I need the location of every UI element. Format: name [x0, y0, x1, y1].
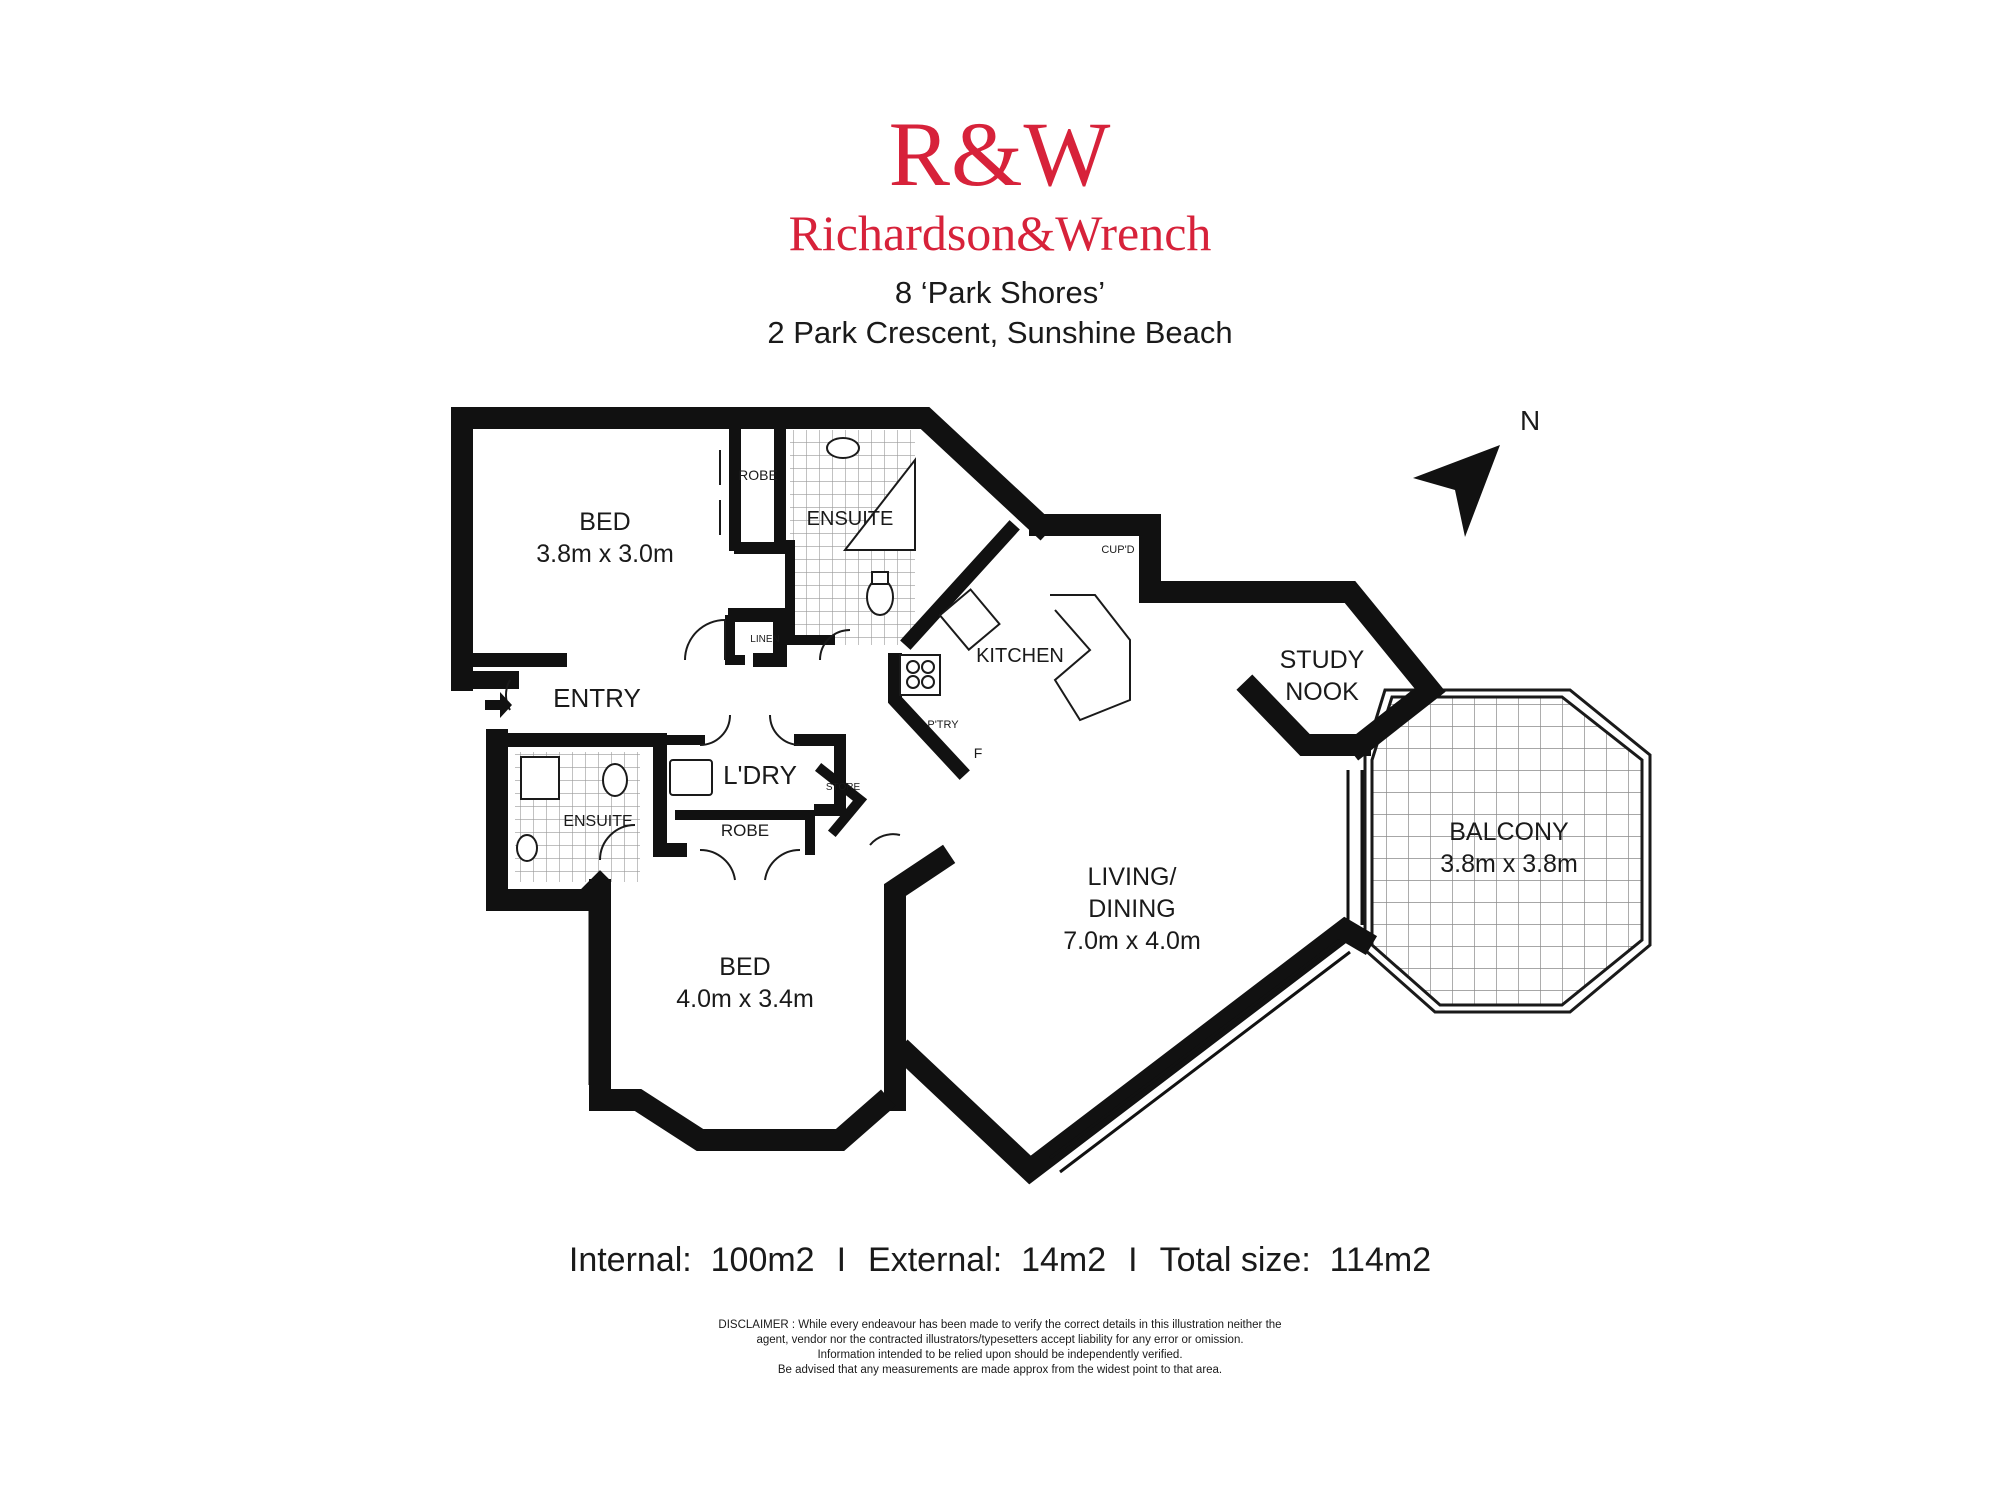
- disclaimer-line-3: Information intended to be relied upon s…: [817, 1349, 1183, 1361]
- living-size: 7.0m x 4.0m: [1063, 927, 1201, 955]
- balcony-name: BALCONY: [1449, 818, 1569, 846]
- brand-logo-mark: R&W: [888, 103, 1112, 205]
- bed1-name: BED: [579, 508, 630, 536]
- store-label: STORE: [826, 782, 861, 793]
- north-arrow-icon: [1413, 445, 1500, 537]
- address-line-1: 8 ‘Park Shores’: [894, 275, 1106, 310]
- compass-label: N: [1520, 405, 1540, 436]
- address-line-2: 2 Park Crescent, Sunshine Beach: [767, 315, 1233, 350]
- study-line1: STUDY: [1280, 646, 1365, 674]
- summary-separator-2: I: [1128, 1241, 1138, 1279]
- brand-logo-name: Richardson&Wrench: [788, 205, 1212, 261]
- windows: [453, 450, 1364, 1174]
- entry-label: ENTRY: [553, 683, 641, 713]
- ptry-label: P'TRY: [927, 719, 959, 731]
- cupd-label: CUP'D: [1101, 544, 1134, 556]
- living-line2: DINING: [1088, 895, 1176, 923]
- living-line1: LIVING/: [1088, 863, 1177, 891]
- doors: [505, 450, 901, 881]
- bed2-size: 4.0m x 3.4m: [676, 985, 814, 1013]
- kitchen-label: KITCHEN: [976, 645, 1064, 667]
- bed2-name: BED: [719, 953, 770, 981]
- study-line2: NOOK: [1285, 678, 1359, 706]
- laundry-label: L'DRY: [723, 760, 797, 790]
- disclaimer-line-4: Be advised that any measurements are mad…: [777, 1364, 1223, 1376]
- summary-separator-1: I: [836, 1241, 847, 1279]
- balcony-rail: [1363, 688, 1652, 1014]
- fixtures: [516, 437, 1131, 862]
- entry-arrow-icon: [485, 692, 512, 718]
- fridge-label: F: [974, 745, 983, 761]
- disclaimer-line-2: agent, vendor nor the contracted illustr…: [756, 1334, 1244, 1346]
- robe2-label: ROBE: [721, 821, 769, 840]
- disclaimer-line-1: DISCLAIMER : While every endeavour has b…: [718, 1319, 1282, 1331]
- balcony-deck: [1370, 695, 1644, 1007]
- linen-label: LINEN: [750, 634, 779, 645]
- balcony-size: 3.8m x 3.8m: [1440, 850, 1578, 878]
- room-labels: BED 3.8m x 3.0m ROBE ENSUITE LINEN ENTRY…: [536, 467, 1578, 1013]
- interior-walls: [455, 409, 1020, 910]
- area-summary: Internal: 100m2 I External: 14m2 I Total siz…: [0, 1243, 2000, 1277]
- ensuite1-label: ENSUITE: [807, 508, 894, 530]
- internal-area: Internal: 100m2: [568, 1241, 815, 1279]
- bed1-size: 3.8m x 3.0m: [536, 540, 674, 568]
- robe1-label: ROBE: [738, 467, 778, 483]
- exterior-walls: [451, 407, 1446, 1185]
- disclaimer: DISCLAIMER : While every endeavour has b…: [0, 1318, 2000, 1378]
- external-area: External: 14m2: [868, 1241, 1107, 1279]
- total-area: Total size: 114m2: [1159, 1241, 1432, 1279]
- ensuite2-label: ENSUITE: [563, 813, 632, 830]
